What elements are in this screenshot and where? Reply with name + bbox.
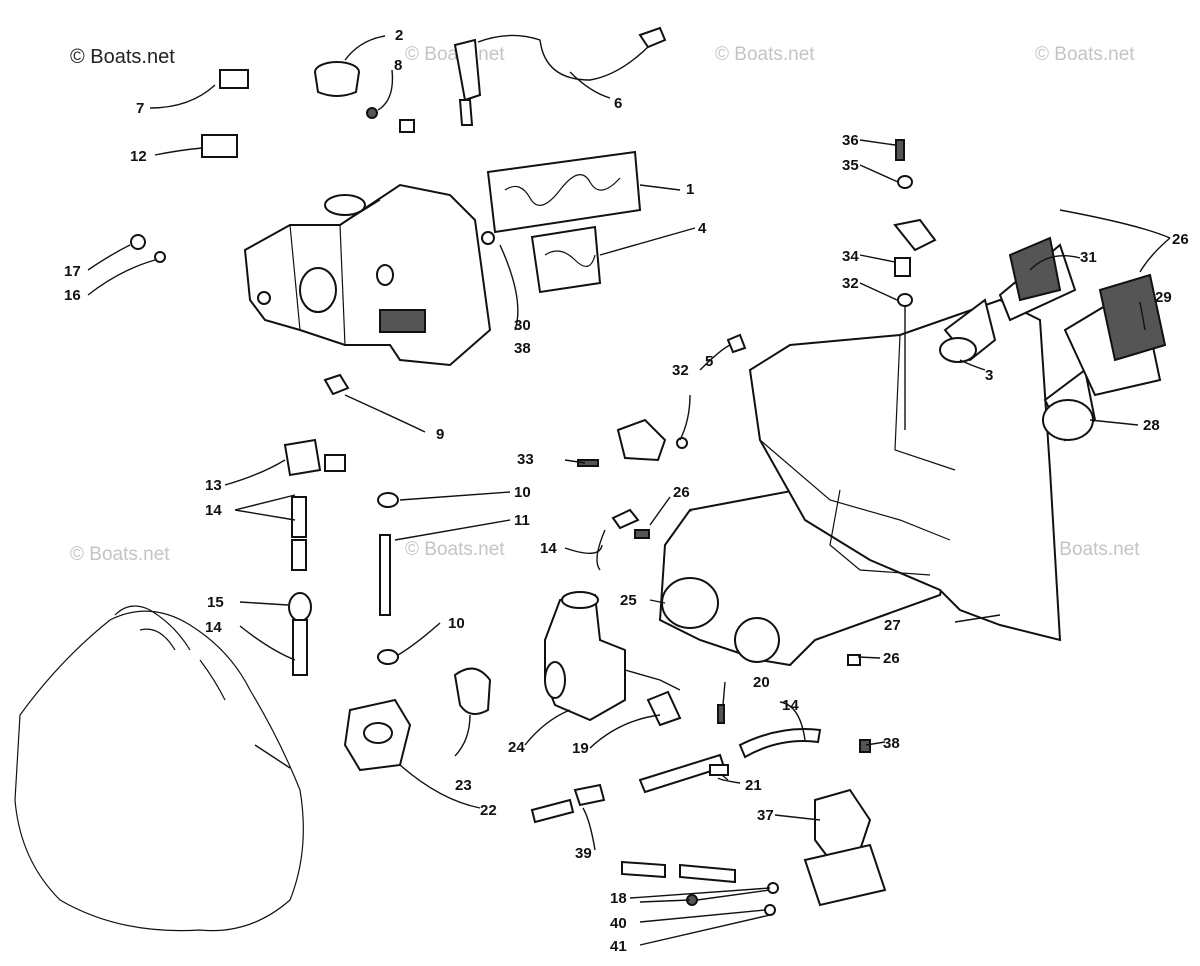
callout-9: 9 — [436, 426, 444, 443]
grommet — [481, 231, 495, 245]
washer — [154, 251, 166, 263]
callout-2: 2 — [395, 27, 403, 44]
oil-level-sender — [453, 26, 667, 126]
watermark: © Boats.net — [1040, 539, 1140, 560]
air-box — [748, 298, 1062, 642]
leader-lines — [87, 35, 1171, 946]
callout-15: 15 — [207, 594, 224, 611]
clip — [399, 119, 415, 133]
callout-28: 28 — [1143, 417, 1160, 434]
fuel-lines — [530, 690, 822, 884]
watermark: © Boats.net — [1035, 44, 1135, 65]
choke-fitting — [577, 418, 688, 467]
callout-27: 27 — [884, 617, 901, 634]
callout-1: 1 — [686, 181, 694, 198]
clamp — [453, 667, 492, 715]
callout-26: 26 — [673, 484, 690, 501]
callout-38: 38 — [514, 340, 531, 357]
callout-5: 5 — [705, 353, 713, 370]
callout-32: 32 — [842, 275, 859, 292]
callout-32: 32 — [672, 362, 689, 379]
callout-33: 33 — [517, 451, 534, 468]
fuel-pump — [803, 739, 887, 907]
callout-18: 18 — [610, 890, 627, 907]
callout-14: 14 — [205, 619, 222, 636]
callout-31: 31 — [1080, 249, 1097, 266]
ground-strap — [686, 882, 779, 916]
callout-8: 8 — [394, 57, 402, 74]
callout-25: 25 — [620, 592, 637, 609]
carburetor — [544, 591, 681, 722]
callout-22: 22 — [480, 802, 497, 819]
callout-26: 26 — [1172, 231, 1189, 248]
watermark: © Boats.net — [405, 44, 505, 65]
callout-35: 35 — [842, 157, 859, 174]
callout-14: 14 — [205, 502, 222, 519]
watermark-main: © Boats.net — [70, 46, 175, 68]
callout-16: 16 — [64, 287, 81, 304]
callout-20: 20 — [753, 674, 770, 691]
carb-adapter — [363, 722, 393, 744]
callout-36: 36 — [842, 132, 859, 149]
callout-6: 6 — [614, 95, 622, 112]
callout-39: 39 — [575, 845, 592, 862]
callout-24: 24 — [508, 739, 525, 756]
callout-30: 30 — [514, 317, 531, 334]
callout-17: 17 — [64, 263, 81, 280]
callout-40: 40 — [610, 915, 627, 932]
screen — [1008, 236, 1167, 362]
callout-12: 12 — [130, 148, 147, 165]
callout-14: 14 — [540, 540, 557, 557]
primer-pump-parts — [726, 139, 937, 430]
screw — [366, 107, 378, 119]
callout-26: 26 — [883, 650, 900, 667]
callout-10: 10 — [514, 484, 531, 501]
callout-11: 11 — [514, 512, 530, 529]
callout-7: 7 — [136, 100, 144, 117]
watermark: © Boats.net — [715, 44, 815, 65]
fuel-filter — [283, 438, 346, 676]
callout-13: 13 — [205, 477, 222, 494]
label — [219, 69, 249, 89]
callout-38: 38 — [883, 735, 900, 752]
callout-21: 21 — [745, 777, 762, 794]
callout-14: 14 — [782, 697, 799, 714]
callout-10: 10 — [448, 615, 465, 632]
callout-19: 19 — [572, 740, 589, 757]
engine — [14, 605, 304, 932]
oil-tank — [243, 183, 492, 367]
small-hardware — [596, 508, 861, 666]
callout-numbers: 1 2 3 4 5 6 7 8 9 10 10 11 12 13 14 14 1… — [64, 27, 1189, 955]
watermark: © Boats.net — [405, 539, 505, 560]
callout-4: 4 — [698, 220, 707, 237]
decal — [486, 150, 642, 294]
callout-37: 37 — [757, 807, 774, 824]
label — [201, 134, 238, 158]
callout-3: 3 — [985, 367, 993, 384]
oil-line — [323, 373, 399, 665]
callout-41: 41 — [610, 938, 627, 955]
filler-cap — [314, 61, 360, 97]
watermark: © Boats.net — [70, 544, 170, 565]
washer — [130, 234, 146, 250]
callout-23: 23 — [455, 777, 472, 794]
callout-29: 29 — [1155, 289, 1172, 306]
callout-34: 34 — [842, 248, 859, 265]
